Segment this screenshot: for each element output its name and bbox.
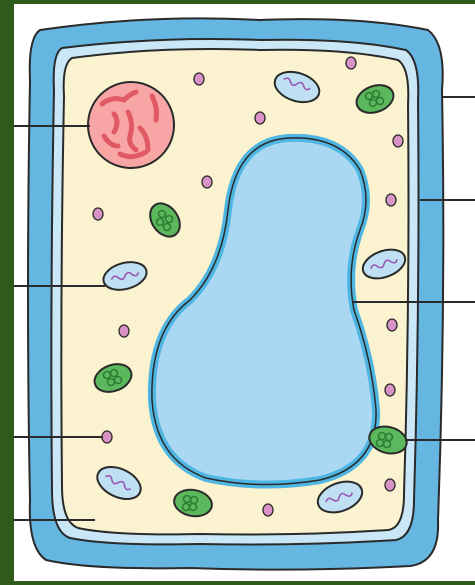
granule <box>346 57 356 69</box>
granule <box>202 176 212 188</box>
granule <box>263 504 273 516</box>
granule <box>385 479 395 491</box>
granule <box>194 73 204 85</box>
granule <box>102 431 112 443</box>
granule <box>255 112 265 124</box>
granule <box>386 194 396 206</box>
granule <box>387 319 397 331</box>
granule <box>119 325 129 337</box>
nucleus <box>88 82 174 168</box>
granule <box>93 208 103 220</box>
granule <box>385 384 395 396</box>
granule <box>393 135 403 147</box>
